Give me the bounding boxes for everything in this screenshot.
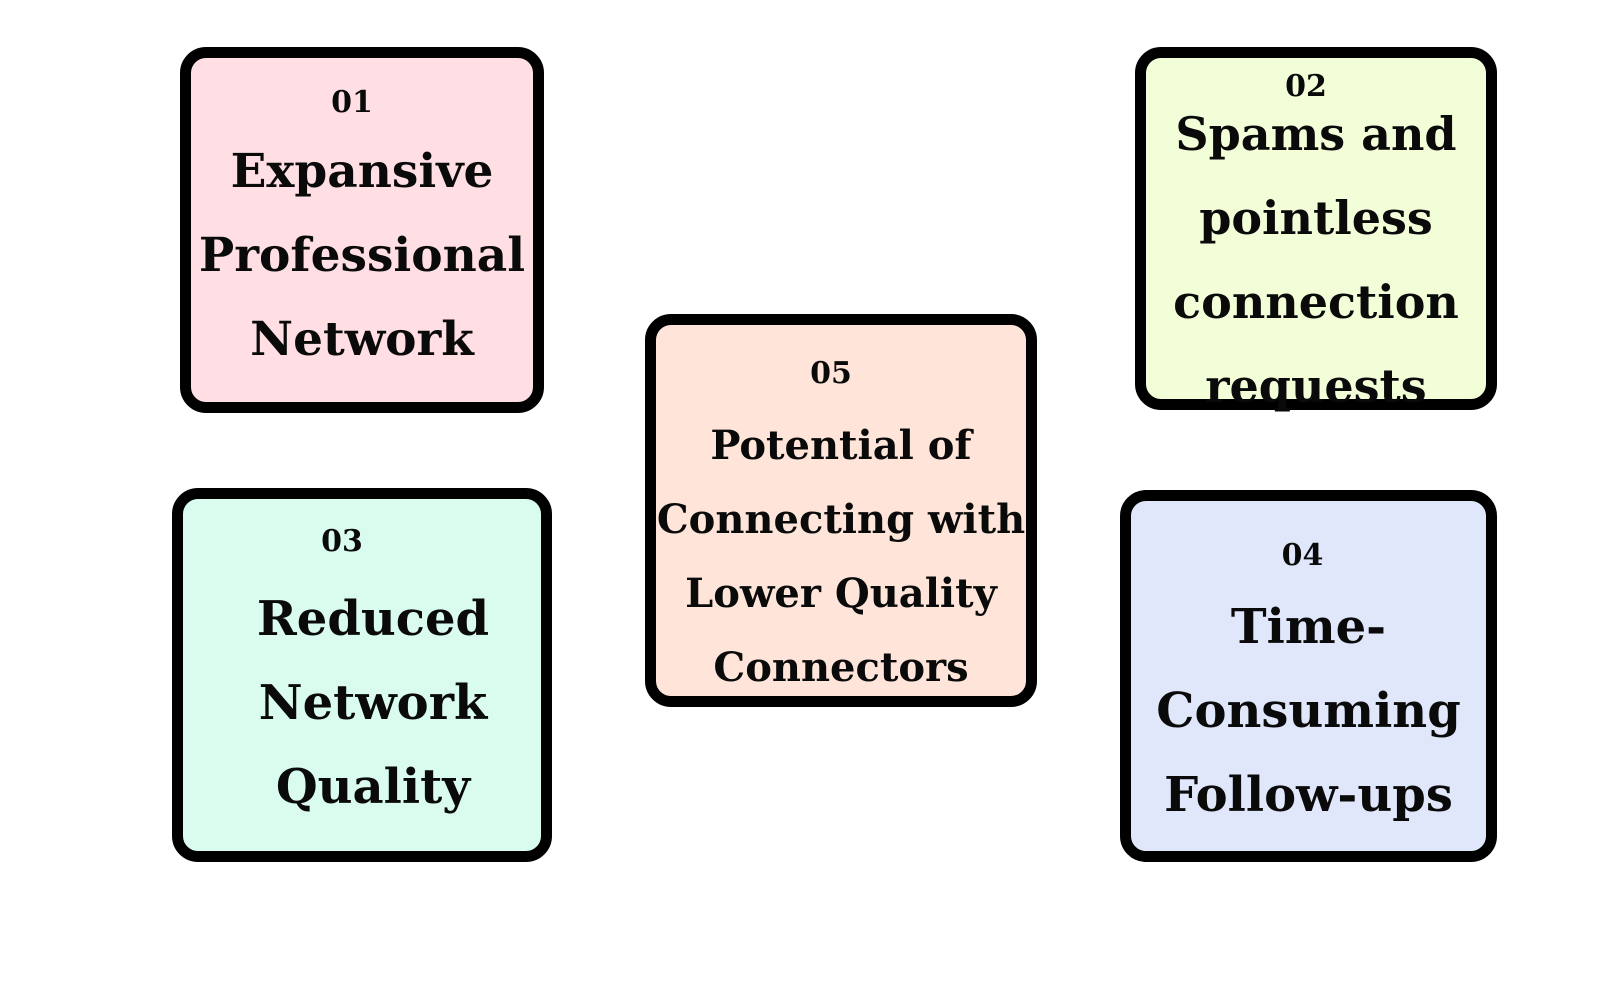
card-label: Time- Consuming Follow-ups (1156, 585, 1461, 837)
card-label-line: Expansive (230, 144, 494, 199)
card-label-line: Time- (1230, 599, 1387, 655)
card-number: 04 (1281, 538, 1324, 573)
card-label-line: Connectors (713, 644, 969, 691)
card-label-line: Lower Quality (685, 570, 997, 617)
card-label-line: Reduced (256, 591, 490, 647)
card-label-line: Professional (198, 228, 526, 283)
card-label-line: pointless (1199, 191, 1433, 245)
card-label: Expansive Professional Network (199, 130, 525, 382)
card-label: Potential of Connecting with Lower Quali… (657, 409, 1025, 705)
card-number: 03 (321, 524, 363, 559)
card-label-line: Potential of (710, 422, 972, 469)
card-label-line: Network (258, 675, 488, 731)
card-label-line: Network (250, 312, 474, 367)
card-number: 01 (331, 85, 373, 120)
card-03: 03 Reduced Network Quality (172, 488, 552, 862)
card-05: 05 Potential of Connecting with Lower Qu… (645, 314, 1037, 707)
card-02: 02 Spams and pointless connection reques… (1135, 47, 1497, 413)
card-label: Spams and pointless connection requests (1173, 92, 1459, 428)
card-label-line: requests (1205, 359, 1427, 413)
card-label-line: Spams and (1175, 107, 1457, 161)
card-number: 05 (810, 356, 852, 391)
card-01: 01 Expansive Professional Network (180, 47, 544, 413)
card-04: 04 Time- Consuming Follow-ups (1120, 490, 1497, 862)
card-label: Reduced Network Quality (257, 577, 489, 829)
card-label-line: Quality (275, 759, 471, 815)
card-label-line: connection (1173, 275, 1459, 329)
card-label-line: Follow-ups (1164, 767, 1453, 823)
card-label-line: Consuming (1156, 683, 1461, 739)
card-label-line: Connecting with (656, 496, 1026, 543)
card-number: 02 (1285, 69, 1327, 104)
